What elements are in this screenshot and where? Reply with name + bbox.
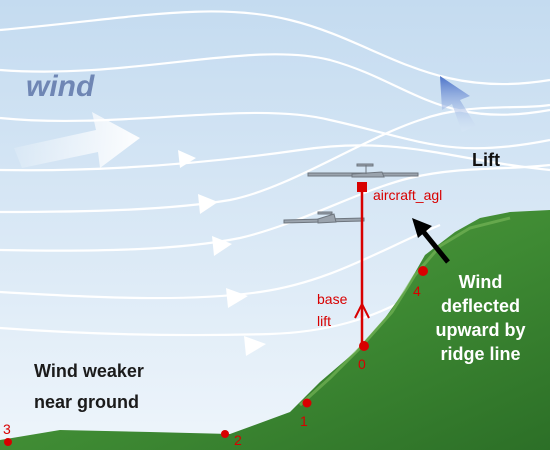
arrowhead-3 xyxy=(212,236,232,256)
lift-arrow xyxy=(440,76,476,132)
arrowhead-2 xyxy=(198,194,218,214)
point-0-marker xyxy=(359,341,369,351)
streamline-1 xyxy=(0,10,550,86)
streamline-4 xyxy=(0,144,550,172)
aircraft-agl-marker xyxy=(357,182,367,192)
lift-measurement xyxy=(4,182,428,446)
deflected-line-2: deflected xyxy=(440,296,521,316)
base-lift-label: base lift xyxy=(317,288,347,332)
deflection-arrow-head xyxy=(412,218,432,238)
point-1-label: 1 xyxy=(300,413,308,429)
glider-lower-fuselage xyxy=(317,213,337,224)
point-1-marker xyxy=(302,398,312,408)
streamline-arrowheads xyxy=(178,150,266,356)
glider-upper xyxy=(307,163,419,178)
ridge-hill xyxy=(0,210,550,450)
streamline-7 xyxy=(0,223,441,300)
deflected-line-1: Wind xyxy=(458,272,503,292)
base-lift-line-2: lift xyxy=(317,313,331,329)
point-3-label: 3 xyxy=(3,421,11,437)
streamline-6 xyxy=(0,163,550,252)
ridge-highlight xyxy=(298,216,511,407)
deflected-line-3: upward by xyxy=(435,320,526,340)
wind-direction-arrow xyxy=(14,112,140,168)
arrowhead-4 xyxy=(226,288,248,308)
lift-label: Lift xyxy=(472,150,500,170)
point-0-label: 0 xyxy=(358,356,366,372)
wind-weaker-line-2: near ground xyxy=(34,392,140,412)
aircraft-agl-label: aircraft_agl xyxy=(373,187,443,203)
base-lift-arrow xyxy=(354,301,370,319)
point-4-label: 4 xyxy=(413,283,421,299)
wind-label: wind xyxy=(26,70,95,103)
deflection-arrow xyxy=(412,218,450,264)
point-2-marker xyxy=(221,430,229,438)
wind-deflected-caption: Wind deflected upward by ridge line xyxy=(418,270,543,366)
glider-lower xyxy=(283,211,365,224)
wind-weaker-caption: Wind weaker near ground xyxy=(34,356,144,418)
base-lift-line-1: base xyxy=(317,291,348,307)
arrowhead-1 xyxy=(178,150,196,168)
glider-upper-tail xyxy=(356,163,374,167)
arrowhead-5 xyxy=(244,336,266,356)
streamline-5 xyxy=(0,103,550,214)
glider-upper-fuselage xyxy=(351,171,385,178)
deflection-arrow-shaft xyxy=(420,228,450,264)
wind-weaker-line-1: Wind weaker xyxy=(34,361,144,381)
point-4-marker xyxy=(418,266,428,276)
deflected-line-4: ridge line xyxy=(440,344,521,364)
point-3-marker xyxy=(4,438,12,446)
point-2-label: 2 xyxy=(234,432,242,448)
glider-lower-tail xyxy=(317,211,333,215)
